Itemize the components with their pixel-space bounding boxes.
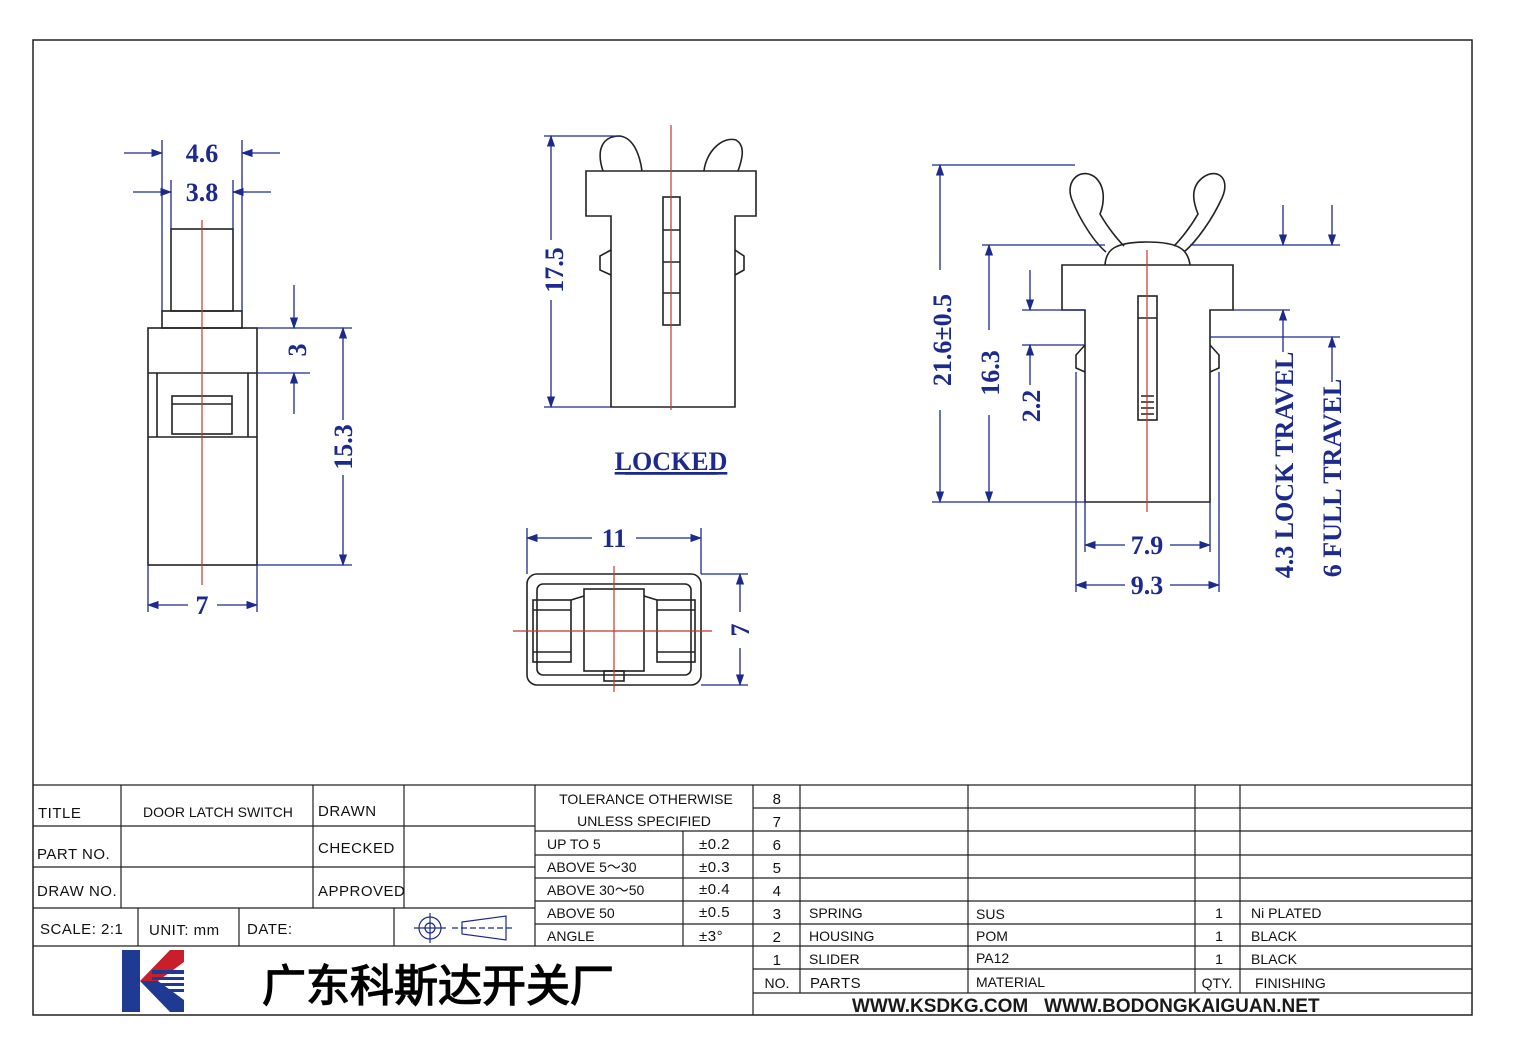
tolerance-value: ±0.4 <box>699 881 730 898</box>
dim-bottom-width: 11 <box>602 524 627 553</box>
bom-row-material: POM <box>976 928 1008 944</box>
bom-row-finishing: BLACK <box>1251 951 1298 967</box>
part-no-label: PART NO. <box>37 846 110 863</box>
dim-side-height: 15.3 <box>329 424 358 470</box>
travel-view-dimensions <box>932 163 1340 592</box>
locked-view-right-claw <box>703 138 744 172</box>
dim-bottom-depth: 7 <box>726 624 755 637</box>
bom-row-qty: 1 <box>1215 905 1223 921</box>
locked-caption: LOCKED <box>615 447 728 476</box>
tolerance-value: ±3° <box>699 928 723 945</box>
drawn-label: DRAWN <box>318 803 377 820</box>
title-label: TITLE <box>38 805 81 822</box>
checked-label: CHECKED <box>318 840 395 857</box>
title-value: DOOR LATCH SWITCH <box>143 804 293 820</box>
dim-inner-width: 7.9 <box>1131 531 1164 560</box>
bom-header-no: NO. <box>765 975 790 991</box>
bom-row-qty: 1 <box>1215 951 1223 967</box>
unit-label: UNIT: mm <box>149 922 220 939</box>
company-logo <box>122 950 184 1012</box>
date-label: DATE: <box>247 921 293 938</box>
dim-offset: 2.2 <box>1017 390 1046 423</box>
bom-row-no: 3 <box>773 906 782 923</box>
bom-row-material: PA12 <box>976 950 1009 966</box>
bom-row-no: 1 <box>773 952 782 969</box>
bottom-view-dimensions <box>525 528 748 687</box>
bom-header-finishing: FINISHING <box>1255 975 1326 991</box>
tolerance-range: ABOVE 30～50 <box>547 882 644 898</box>
locked-view-dimensions <box>544 134 620 409</box>
bom-row-finishing: BLACK <box>1251 928 1298 944</box>
travel-view-left-claw <box>1069 172 1125 253</box>
tolerance-range: ANGLE <box>547 928 594 944</box>
tolerance-value: ±0.2 <box>699 836 730 853</box>
title-block-grid <box>33 784 1472 1015</box>
locked-view-housing <box>585 170 757 408</box>
tolerance-header-1: TOLERANCE OTHERWISE <box>559 791 733 807</box>
bom-row-no: 7 <box>773 814 782 831</box>
bom-row-no: 6 <box>773 837 782 854</box>
scale-label: SCALE: 2:1 <box>40 921 123 938</box>
dim-outer-width: 9.3 <box>1131 571 1164 600</box>
bom-row-no: 8 <box>773 791 782 808</box>
dim-top-outer: 4.6 <box>186 139 219 168</box>
dim-step: 3 <box>283 344 312 357</box>
locked-view-left-claw <box>599 135 643 172</box>
draw-no-label: DRAW NO. <box>37 883 117 900</box>
bom-row-finishing: Ni PLATED <box>1251 905 1322 921</box>
bom-row-material: SUS <box>976 906 1005 922</box>
tolerance-range: UP TO 5 <box>547 836 601 852</box>
tolerance-range: ABOVE 5～30 <box>547 859 637 875</box>
dim-overall-height: 21.6±0.5 <box>928 294 957 386</box>
bom-row-no: 2 <box>773 929 782 946</box>
bom-row-part: SPRING <box>809 905 863 921</box>
dim-locked-height: 17.5 <box>540 247 569 293</box>
tolerance-value: ±0.5 <box>699 904 730 921</box>
tolerance-header-2: UNLESS SPECIFIED <box>577 813 711 829</box>
approved-label: APPROVED <box>318 883 405 900</box>
travel-view-spring <box>1104 241 1191 266</box>
bom-row-qty: 1 <box>1215 928 1223 944</box>
dim-lock-travel: 4.3 LOCK TRAVEL <box>1270 352 1299 579</box>
dim-side-width: 7 <box>196 591 209 620</box>
dim-body-height: 16.3 <box>976 350 1005 396</box>
bom-row-part: SLIDER <box>809 951 860 967</box>
travel-view-right-claw <box>1173 172 1226 253</box>
bom-header-material: MATERIAL <box>976 974 1045 990</box>
bom-header-qty: QTY. <box>1202 975 1233 991</box>
dim-full-travel: 6 FULL TRAVEL <box>1318 379 1347 577</box>
bom-header-part: PARTS <box>810 975 861 992</box>
side-view-dimensions <box>124 140 352 612</box>
bom-row-part: HOUSING <box>809 928 874 944</box>
bom-row-no: 4 <box>773 883 782 900</box>
tolerance-range: ABOVE 50 <box>547 905 615 921</box>
bom-table: 8 7 6 5 4 3 SPRING SUS 1 Ni PLATED 2 HOU… <box>765 791 1326 992</box>
dim-top-inner: 3.8 <box>186 178 219 207</box>
tolerance-value: ±0.3 <box>699 859 730 876</box>
bom-row-no: 5 <box>773 860 782 877</box>
company-websites: WWW.KSDKG.COM WWW.BODONGKAIGUAN.NET <box>852 996 1320 1017</box>
company-name: 广东科斯达开关厂 <box>262 961 614 1012</box>
projection-symbol-icon <box>414 913 514 943</box>
